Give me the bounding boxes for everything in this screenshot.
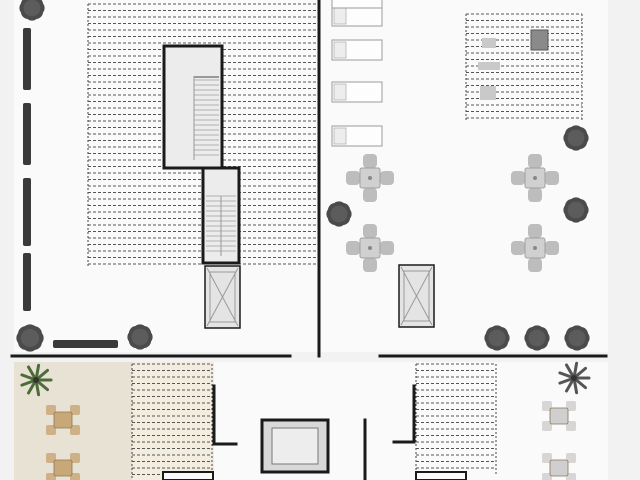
planter-hedges <box>23 28 118 348</box>
wood-table <box>542 453 576 480</box>
shrub <box>563 197 589 223</box>
stair-landing <box>194 76 219 78</box>
upper-right-pergola <box>465 13 583 120</box>
shrub <box>524 325 550 351</box>
cafe-table <box>346 154 394 202</box>
shrub <box>484 325 510 351</box>
wood-table <box>46 405 80 435</box>
sun-lounger <box>331 125 383 147</box>
shrub <box>19 0 45 21</box>
lower-left-pergola <box>131 363 213 480</box>
shrub <box>326 201 352 227</box>
wood-table <box>46 453 80 480</box>
planter-hedge <box>23 178 31 246</box>
lower-right-apartment <box>414 362 608 480</box>
cafe-tables <box>346 154 559 272</box>
skylight-right <box>398 264 435 328</box>
stair-core-lower <box>260 418 330 474</box>
cafe-table <box>511 224 559 272</box>
shrub <box>564 325 590 351</box>
palm-plant <box>558 361 591 395</box>
lower-opening-right <box>415 471 467 480</box>
planter-hedge <box>23 28 31 90</box>
planter-hedge <box>23 103 31 165</box>
cafe-table <box>511 154 559 202</box>
wood-table <box>542 401 576 431</box>
sun-lounger <box>331 0 383 9</box>
skylight-left <box>204 265 241 329</box>
lower-right-pergola <box>415 363 497 474</box>
palm-plant <box>20 363 53 397</box>
sun-lounger <box>331 5 383 27</box>
shrubs <box>16 0 590 352</box>
wood-tables <box>46 401 576 480</box>
pergola-counter <box>478 29 549 100</box>
sun-loungers <box>331 0 383 147</box>
palm-plants <box>20 361 591 397</box>
lower-opening-left <box>162 471 214 480</box>
shrub <box>563 125 589 151</box>
shrub <box>127 324 153 350</box>
cafe-table <box>346 224 394 272</box>
planter-hedge <box>23 253 31 311</box>
sun-lounger <box>331 39 383 61</box>
lower-left-decking <box>132 362 214 480</box>
shrub <box>16 324 44 352</box>
planter-hedge <box>53 340 118 348</box>
walls <box>10 0 608 480</box>
sun-lounger <box>331 81 383 103</box>
stair-core-upper <box>162 44 241 265</box>
